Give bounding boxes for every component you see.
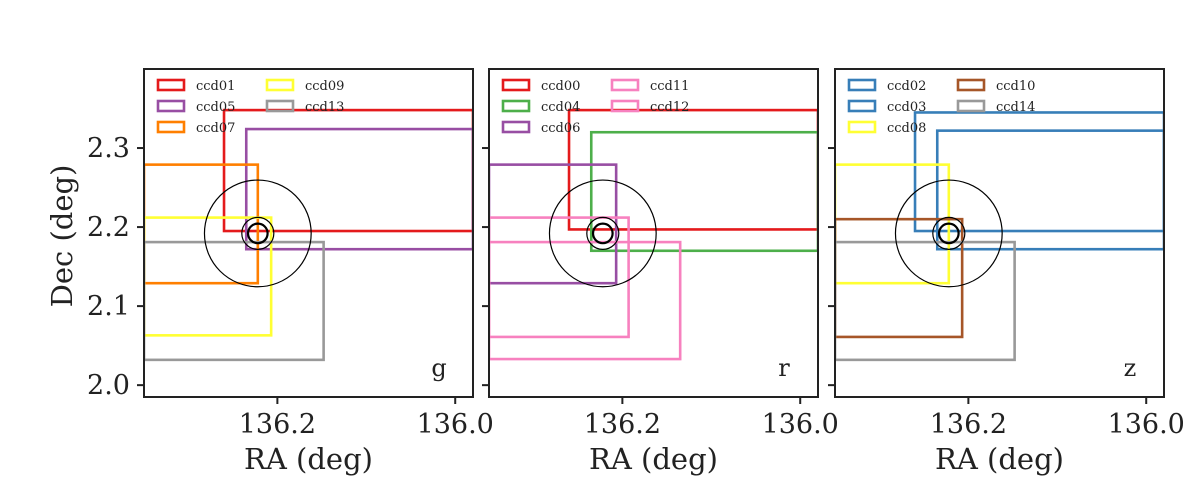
panel-r: ccd00 ccd04 ccd06 ccd11 ccd12 136.2 136.0 RA (d… xyxy=(482,68,839,476)
legend-swatch-ccd10 xyxy=(956,78,986,92)
target-circle xyxy=(241,216,275,251)
legend-swatch-ccd08 xyxy=(847,120,877,134)
legend-label-ccd03: ccd03 xyxy=(887,100,926,115)
legend-label-ccd05: ccd05 xyxy=(196,100,235,115)
target-circle xyxy=(591,222,614,245)
plot-area xyxy=(835,111,1164,362)
target-circle xyxy=(548,179,657,288)
target-circle xyxy=(203,179,312,288)
x-axis-label: RA (deg) xyxy=(244,442,373,476)
band-label: z xyxy=(1124,354,1137,382)
footprint-ccd09 xyxy=(144,216,273,337)
footprint-ccd04 xyxy=(589,130,818,253)
legend-label-ccd08: ccd08 xyxy=(887,121,926,136)
legend-swatch-ccd02 xyxy=(847,78,877,92)
axes-frame xyxy=(834,68,1165,398)
band-label: g xyxy=(431,354,446,382)
legend-swatch-ccd05 xyxy=(156,99,186,113)
footprint-ccd01 xyxy=(222,108,473,233)
y-tick-label: 2.3 xyxy=(87,133,130,164)
legend-swatch-ccd07 xyxy=(156,120,186,134)
legend-label-ccd09: ccd09 xyxy=(305,79,344,94)
footprint-ccd06 xyxy=(489,163,618,285)
footprint-ccd05 xyxy=(244,127,473,251)
target-circle xyxy=(246,222,269,245)
legend-label-ccd06: ccd06 xyxy=(541,121,580,136)
y-tick-label: 2.2 xyxy=(87,212,130,243)
legend-label-ccd14: ccd14 xyxy=(996,100,1035,115)
legend-swatch-ccd14 xyxy=(956,99,986,113)
x-tick-label: 136.2 xyxy=(584,409,661,440)
footprint-ccd13 xyxy=(144,240,325,362)
legend-label-ccd02: ccd02 xyxy=(887,79,926,94)
plot-area xyxy=(489,108,818,361)
legend-label-ccd07: ccd07 xyxy=(196,121,235,136)
x-axis-label: RA (deg) xyxy=(935,442,1064,476)
axes-frame xyxy=(488,68,819,398)
x-tick-label: 136.0 xyxy=(417,409,494,440)
panel-z: ccd02 ccd03 ccd08 ccd10 ccd14 136.2 136.0 RA (d… xyxy=(828,68,1185,476)
legend-swatch-ccd03 xyxy=(847,99,877,113)
x-axis-label: RA (deg) xyxy=(589,442,718,476)
legend-swatch-ccd13 xyxy=(265,99,295,113)
target-circle xyxy=(894,179,1003,288)
legend-label-ccd12: ccd12 xyxy=(650,100,689,115)
plot-area xyxy=(144,108,473,362)
legend-label-ccd01: ccd01 xyxy=(196,79,235,94)
legend-swatch-ccd00 xyxy=(501,78,531,92)
legend-swatch-ccd12 xyxy=(610,99,640,113)
legend-swatch-ccd04 xyxy=(501,99,531,113)
x-tick-label: 136.2 xyxy=(239,409,316,440)
x-tick-label: 136.0 xyxy=(1108,409,1185,440)
y-tick-label: 2.0 xyxy=(87,370,130,401)
figure-ylabel: Dec (deg) xyxy=(45,165,79,308)
footprint-ccd03 xyxy=(935,129,1164,251)
target-circle xyxy=(932,216,966,251)
footprint-ccd02 xyxy=(913,111,1164,233)
legend-swatch-ccd09 xyxy=(265,78,295,92)
axes-frame xyxy=(143,68,474,398)
legend-label-ccd10: ccd10 xyxy=(996,79,1035,94)
footprint-ccd12 xyxy=(489,240,682,361)
target-circle xyxy=(586,216,620,251)
footprint-ccd10 xyxy=(835,217,964,339)
x-tick-label: 136.0 xyxy=(762,409,839,440)
legend-label-ccd11: ccd11 xyxy=(650,79,689,94)
legend-swatch-ccd01 xyxy=(156,78,186,92)
footprint-ccd14 xyxy=(835,240,1016,362)
footprint-ccd11 xyxy=(489,216,630,339)
legend-label-ccd00: ccd00 xyxy=(541,79,580,94)
legend-label-ccd13: ccd13 xyxy=(305,100,344,115)
panel-g: ccd01 ccd05 ccd07 ccd09 ccd13 136.2 136.0 2.0 2.… xyxy=(87,68,494,476)
band-label: r xyxy=(778,354,790,382)
x-tick-label: 136.2 xyxy=(930,409,1007,440)
legend-swatch-ccd11 xyxy=(610,78,640,92)
legend-label-ccd04: ccd04 xyxy=(541,100,580,115)
target-circle xyxy=(937,222,960,245)
legend-swatch-ccd06 xyxy=(501,120,531,134)
y-tick-label: 2.1 xyxy=(87,291,130,322)
footprint-ccd00 xyxy=(567,108,818,231)
